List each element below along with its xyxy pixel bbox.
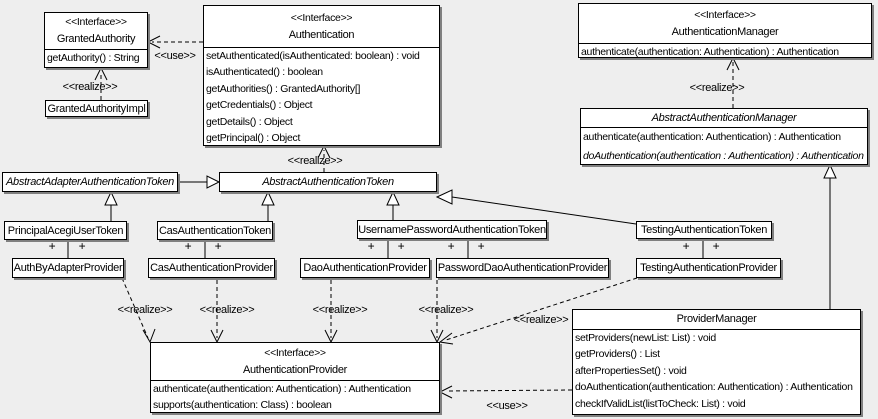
class-abstract-authentication-token: AbstractAuthenticationToken [219,172,437,192]
class-auth-by-adapter-provider: AuthByAdapterProvider [12,258,124,278]
class-stereotype: <<Interface>> [694,8,756,21]
class-provider-manager: ProviderManager setProviders(newList: Li… [572,309,861,415]
generalization-testing-token [435,189,637,225]
multiplicity-plus-label: + [477,239,485,253]
multiplicity-plus-label: + [397,239,405,253]
multiplicity-plus-label: + [447,239,455,253]
class-name: AbstractAdapterAuthenticationToken [6,176,174,188]
class-method: getDetails() : Object [206,115,293,128]
class-testing-authentication-provider: TestingAuthenticationProvider [636,258,781,278]
realize-stereotype-label: <<realize>> [199,304,255,316]
class-dao-authentication-provider: DaoAuthenticationProvider [300,258,430,278]
realize-abstract-token [317,144,331,172]
realize-stereotype-label: <<realize>> [312,304,368,316]
realize-stereotype-label: <<realize>> [689,82,745,94]
generalization-provider-manager [823,163,837,309]
class-name: ProviderManager [676,313,757,325]
class-method: afterPropertiesSet() : void [575,364,687,377]
use-authentication-grantedauthority [146,35,203,49]
class-principal-acegi-user-token: PrincipalAcegiUserToken [4,221,127,240]
class-authentication: <<Interface>> Authentication setAuthenti… [203,5,440,146]
class-authentication-provider: <<Interface>> AuthenticationProvider aut… [150,342,440,413]
class-name: GrantedAuthorityImpl [47,102,146,115]
class-testing-authentication-token: TestingAuthenticationToken [636,221,772,239]
multiplicity-plus-label: + [712,239,720,253]
class-method: isAuthenticated() : boolean [206,66,323,79]
use-providermanager [438,385,573,399]
multiplicity-plus-label: + [367,239,375,253]
class-name: PrincipalAcegiUserToken [7,224,124,237]
class-name: Authentication [288,28,355,41]
class-name: AbstractAuthenticationToken [262,176,394,188]
class-method: getPrincipal() : Object [206,132,301,145]
class-stereotype: <<Interface>> [290,11,353,24]
class-method: authenticate(authentication: Authenticat… [581,46,839,58]
class-name: AuthenticationManager [671,25,779,38]
class-granted-authority: <<Interface>> GrantedAuthority getAuthor… [44,12,148,68]
class-name: AbstractAuthenticationManager [651,111,797,124]
multiplicity-plus-label: + [682,239,690,253]
class-username-password-authentication-token: UsernamePasswordAuthenticationToken [357,220,547,239]
multiplicity-plus-label: + [184,239,192,253]
class-name: GrantedAuthority [56,33,136,45]
class-name: CasAuthenticationToken [158,224,272,237]
generalization-principal-token [104,190,118,221]
class-stereotype: <<Interface>> [264,346,326,359]
class-stereotype: <<Interface>> [65,16,127,28]
realize-abstract-manager [726,56,740,108]
realize-testingprovider [438,277,638,345]
class-method: setProviders(newList: List) : void [575,332,716,344]
generalization-adapter-token [178,175,221,189]
use-stereotype-label: <<use>> [486,400,528,412]
class-name: PasswordDaoAuthenticationProvider [437,262,608,274]
class-method: checkIfValidList(listToCheck: List) : vo… [575,397,746,410]
class-name: CasAuthenticationProvider [150,262,273,274]
realize-stereotype-label: <<realize>> [287,155,343,167]
class-name: TestingAuthenticationProvider [640,262,777,274]
class-method: authenticate(authentication: Authenticat… [583,131,841,143]
class-abstract-adapter-authentication-token: AbstractAdapterAuthenticationToken [2,172,178,192]
use-stereotype-label: <<use>> [154,50,196,62]
class-method: setAuthenticated(isAuthenticated: boolea… [206,50,420,62]
realize-stereotype-label: <<realize>> [62,81,118,93]
class-method: supports(authentication: Class) : boolea… [153,399,332,412]
class-authentication-manager: <<Interface>> AuthenticationManager auth… [578,3,872,58]
generalization-usernamepassword-token [386,190,400,220]
class-method: getAuthorities() : GrantedAuthority[] [206,82,361,95]
class-password-dao-authentication-provider: PasswordDaoAuthenticationProvider [436,258,609,278]
class-method: doAuthentication(authentication : Authen… [583,149,864,162]
realize-stereotype-label: <<realize>> [418,304,474,316]
class-method: getAuthority() : String [47,52,140,64]
multiplicity-plus-label: + [78,239,86,253]
class-name: DaoAuthenticationProvider [303,262,427,274]
class-method: doAuthentication(authentication: Authent… [575,381,853,394]
class-name: TestingAuthenticationToken [640,224,768,236]
multiplicity-plus-label: + [48,239,56,253]
class-method: authenticate(authentication: Authenticat… [153,383,411,395]
class-name: UsernamePasswordAuthenticationToken [358,223,546,236]
class-name: AuthenticationProvider [242,363,348,376]
class-abstract-authentication-manager: AbstractAuthenticationManager authentica… [580,108,868,165]
class-cas-authentication-token: CasAuthenticationToken [157,221,273,240]
class-cas-authentication-provider: CasAuthenticationProvider [148,258,275,278]
generalization-cas-token [261,190,275,221]
realize-grantedauthorityimpl [94,66,108,100]
multiplicity-plus-label: + [214,239,222,253]
realize-stereotype-label: <<realize>> [117,304,173,316]
realize-stereotype-label: <<realize>> [513,314,569,326]
class-name: AuthByAdapterProvider [13,262,123,274]
class-method: getProviders() : List [575,348,660,361]
class-method: getCredentials() : Object [206,99,313,112]
class-granted-authority-impl: GrantedAuthorityImpl [45,100,148,117]
